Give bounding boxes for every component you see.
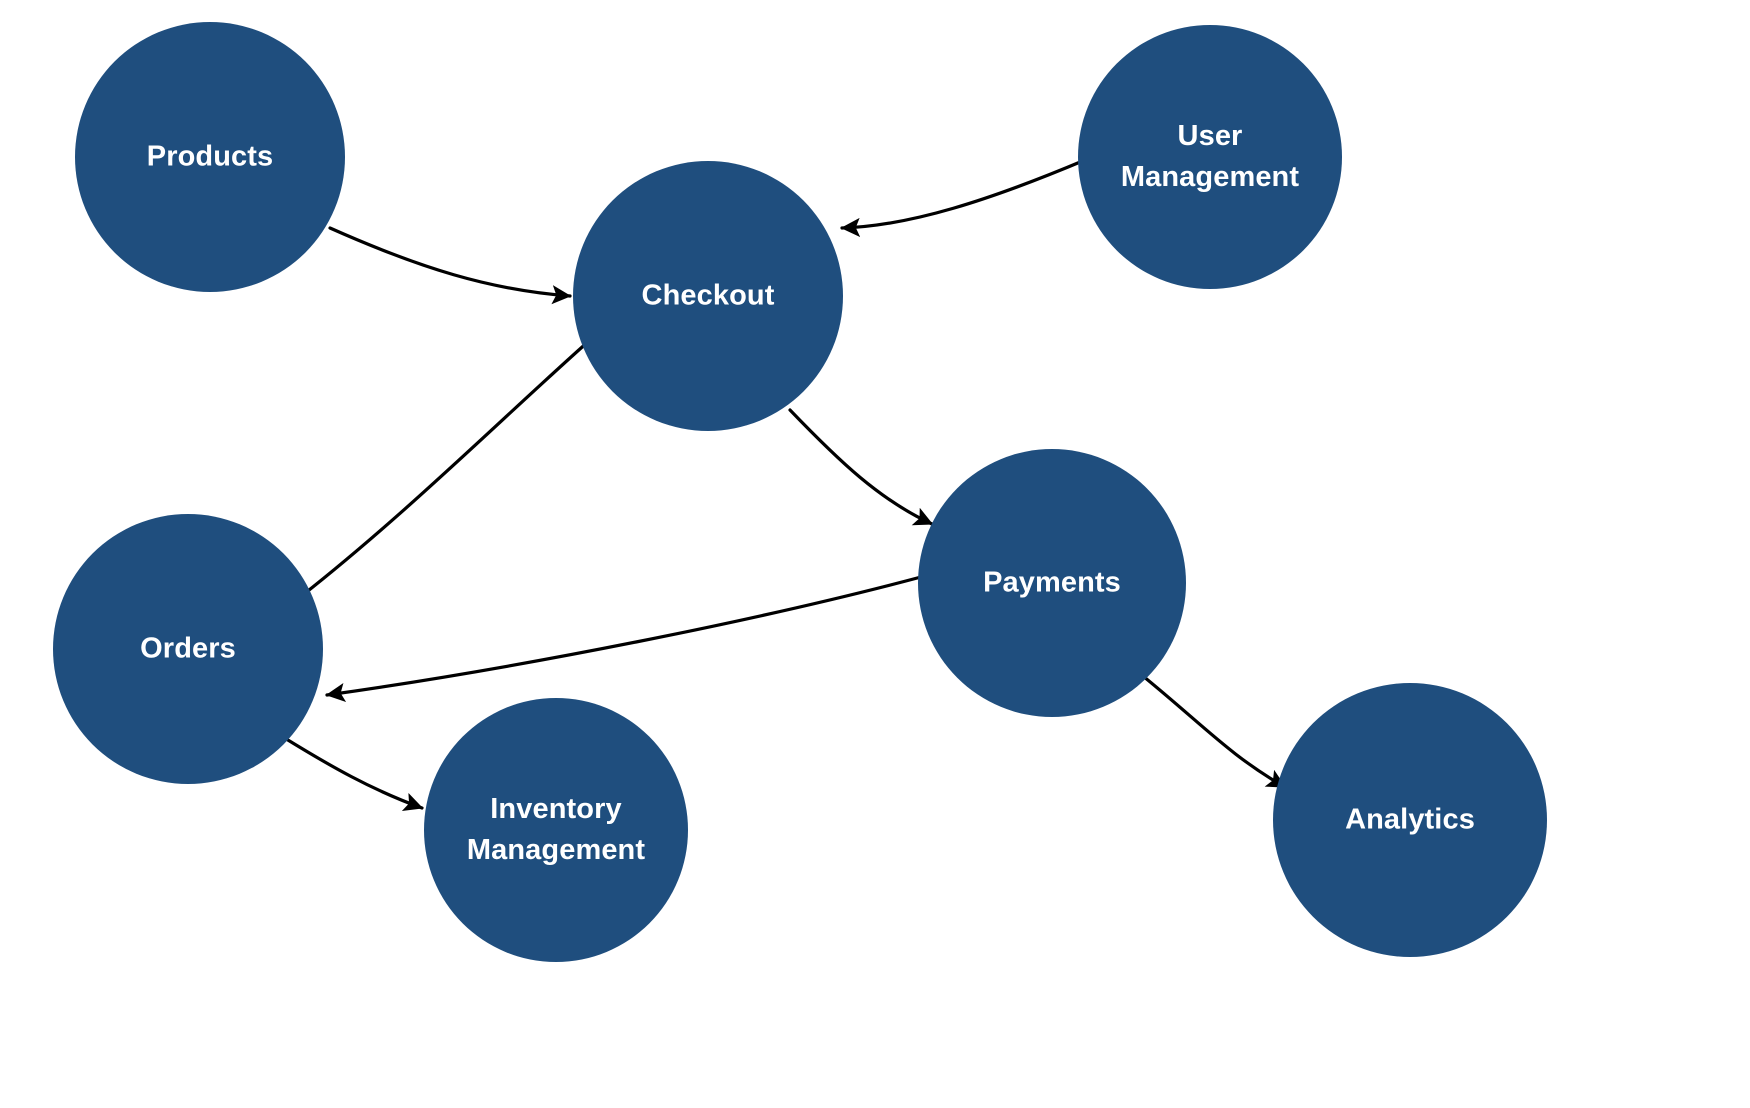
node-analytics[interactable]	[1273, 683, 1547, 957]
edge-payments-to-analytics	[1136, 670, 1287, 789]
node-checkout[interactable]	[573, 161, 843, 431]
node-user-management[interactable]	[1078, 25, 1342, 289]
edge-orders-to-inventory-management	[281, 735, 424, 811]
edge-user-management-to-checkout	[840, 158, 1087, 238]
node-orders[interactable]	[53, 514, 323, 784]
edge-payments-to-orders	[325, 575, 923, 703]
edge-layer	[281, 158, 1287, 811]
edge-products-to-checkout	[328, 226, 572, 305]
node-products[interactable]	[75, 22, 345, 292]
edge-checkout-to-orders	[288, 338, 592, 607]
node-inventory-management[interactable]	[424, 698, 688, 962]
node-layer	[53, 22, 1547, 962]
edge-checkout-to-payments	[788, 408, 934, 526]
node-payments[interactable]	[918, 449, 1186, 717]
